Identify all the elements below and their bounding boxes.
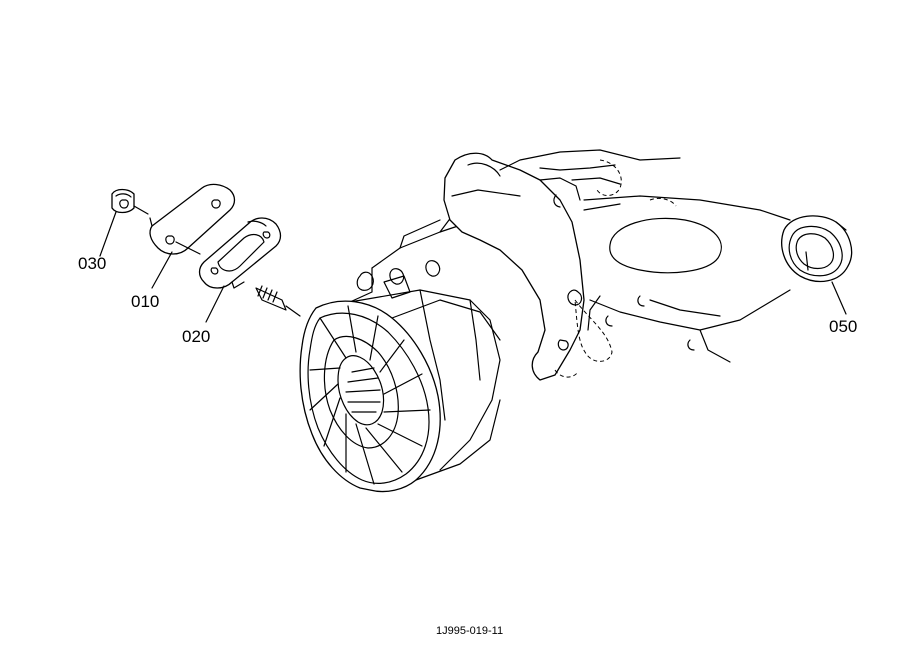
part-030-nut (111, 188, 149, 215)
leader-lines (99, 211, 847, 323)
callout-010: 010 (131, 292, 160, 311)
callout-030: 030 (78, 254, 107, 273)
figure-reference-code: 1J995-019-11 (436, 625, 504, 637)
stud-bolt (255, 285, 301, 317)
front-casing (299, 299, 501, 493)
callout-050: 050 (829, 317, 858, 336)
part-010-cover-plate (149, 183, 236, 255)
housing-casting (349, 149, 791, 471)
part-020-gasket (198, 217, 282, 289)
part-050-oil-seal (781, 215, 853, 283)
callout-020: 020 (182, 327, 211, 346)
